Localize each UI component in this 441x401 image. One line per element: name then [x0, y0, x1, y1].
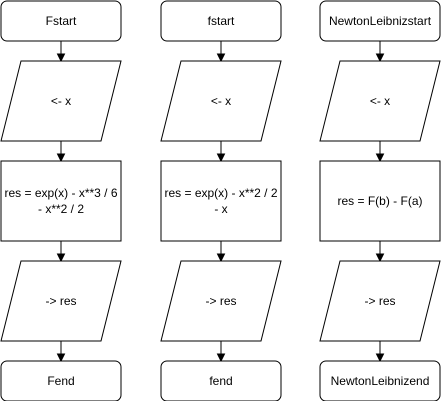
input-node — [160, 60, 282, 142]
input-node-label: <- x — [370, 94, 390, 108]
process-node-label-line1: res = F(b) - F(a) — [337, 194, 422, 208]
output-node-label: -> res — [205, 294, 236, 308]
arrowhead — [56, 153, 66, 163]
flowchart-newton-leibniz: NewtonLeibnizstart <- x res = F(b) - F(a… — [319, 0, 441, 401]
arrowhead — [216, 253, 226, 263]
process-node — [319, 160, 441, 242]
input-node-label: <- x — [211, 94, 231, 108]
flowchart-f-function: fstart <- x res = exp(x) - x**2 / 2 - x … — [160, 0, 282, 401]
input-node — [319, 60, 441, 142]
arrowhead — [375, 253, 385, 263]
arrowhead — [375, 353, 385, 363]
input-node-label: <- x — [51, 94, 71, 108]
arrowhead — [56, 353, 66, 363]
start-node-label: Fstart — [46, 14, 77, 28]
process-node-label-line2: - x**2 / 2 — [38, 202, 84, 216]
output-node — [160, 260, 282, 342]
arrowhead — [56, 53, 66, 63]
arrowhead — [56, 253, 66, 263]
process-node-label-line2: - x — [214, 202, 227, 216]
arrowhead — [216, 353, 226, 363]
output-node-label: -> res — [364, 294, 395, 308]
arrowhead — [216, 153, 226, 163]
output-node — [319, 260, 441, 342]
process-node-label-line1: res = exp(x) - x**3 / 6 — [4, 186, 117, 200]
process-node — [160, 160, 282, 242]
output-node — [0, 260, 122, 342]
start-node-label: fstart — [208, 14, 235, 28]
end-node — [160, 360, 282, 401]
arrowhead — [216, 53, 226, 63]
end-node-label: fend — [209, 374, 232, 388]
flowchart-f-antiderivative: Fstart <- x res = exp(x) - x**3 / 6 - x*… — [0, 0, 122, 401]
process-node — [0, 160, 122, 242]
end-node — [319, 360, 441, 401]
arrowhead — [375, 153, 385, 163]
start-node-label: NewtonLeibnizstart — [329, 14, 432, 28]
output-node-label: -> res — [45, 294, 76, 308]
input-node — [0, 60, 122, 142]
end-node-label: NewtonLeibnizend — [331, 374, 430, 388]
arrowhead — [375, 53, 385, 63]
process-node-label-line1: res = exp(x) - x**2 / 2 — [164, 186, 277, 200]
end-node-label: Fend — [47, 374, 74, 388]
end-node — [0, 360, 122, 401]
